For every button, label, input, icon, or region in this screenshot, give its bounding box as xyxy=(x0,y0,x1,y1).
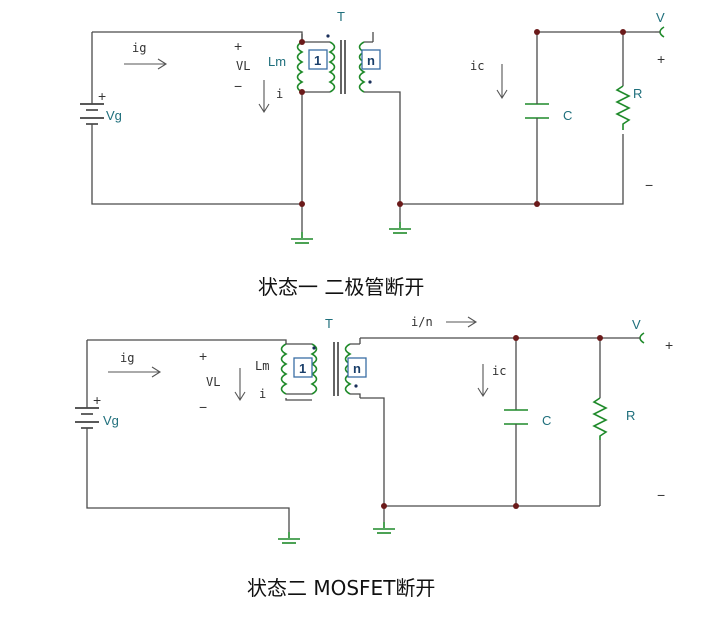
junction-node xyxy=(534,29,540,35)
caption-state2: 状态二 MOSFET断开 xyxy=(247,576,436,600)
label-i: i xyxy=(276,87,283,101)
label-ratio-primary: 1 xyxy=(299,361,306,376)
resistor-r xyxy=(592,397,608,440)
label-vl: VL xyxy=(206,375,220,389)
label-r: R xyxy=(633,86,642,101)
junction-node xyxy=(534,201,540,207)
transformer-primary-coil xyxy=(310,343,318,395)
ground-2 xyxy=(373,522,395,534)
ground-2 xyxy=(389,222,411,234)
label-vg: Vg xyxy=(106,108,122,123)
junction-node xyxy=(513,335,519,341)
label-transformer: T xyxy=(337,9,345,24)
label-v-plus: + xyxy=(665,337,673,353)
junction-node xyxy=(513,503,519,509)
ground-1 xyxy=(278,532,300,544)
wire-left-lower xyxy=(91,132,302,205)
label-ratio-secondary: n xyxy=(367,53,375,68)
inductor-lm xyxy=(280,343,288,395)
capacitor-c xyxy=(525,100,549,128)
transformer-secondary-coil xyxy=(344,343,352,395)
output-terminal xyxy=(639,332,645,344)
capacitor-c xyxy=(504,409,528,430)
junction-node xyxy=(299,39,305,45)
label-v-minus: − xyxy=(657,487,665,503)
ratio-box-secondary xyxy=(347,357,367,378)
junction-node xyxy=(381,503,387,509)
polarity-dot-secondary xyxy=(368,80,372,84)
label-v: V xyxy=(656,10,665,25)
current-arrow-ig xyxy=(108,366,162,378)
current-arrow-ig xyxy=(124,58,168,70)
label-c: C xyxy=(563,108,572,123)
label-v-minus: − xyxy=(645,177,653,193)
wire-top-left xyxy=(92,31,303,42)
label-ratio-secondary: n xyxy=(353,361,361,376)
ratio-box-primary xyxy=(293,357,313,378)
label-vl-plus: + xyxy=(234,38,242,54)
label-vl: VL xyxy=(236,59,250,73)
label-vl-plus: + xyxy=(199,348,207,364)
label-lm: Lm xyxy=(255,359,269,373)
ratio-box-secondary xyxy=(361,49,381,70)
battery-vg xyxy=(80,98,104,132)
wire-top-left xyxy=(87,339,287,344)
junction-node xyxy=(299,201,305,207)
label-ic: ic xyxy=(470,59,484,73)
battery-vg xyxy=(75,402,99,440)
wire-secondary-bottom xyxy=(373,91,537,205)
wire-primary-bottom xyxy=(285,398,312,401)
caption-state1: 状态一 二极管断开 xyxy=(258,275,425,299)
junction-node xyxy=(299,89,305,95)
label-i-over-n: i/n xyxy=(411,315,433,329)
wire-secondary-bottom xyxy=(360,397,385,522)
label-c: C xyxy=(542,413,551,428)
resistor-r xyxy=(615,85,631,130)
state1-circuit: T Lm 1 n ig + VL − i ic + Vg C R V + − xyxy=(80,9,665,244)
label-ig: ig xyxy=(132,41,146,55)
junction-node xyxy=(397,201,403,207)
ground-1 xyxy=(291,232,313,244)
label-ic: ic xyxy=(492,364,506,378)
inductor-lm xyxy=(296,41,304,93)
label-vg: Vg xyxy=(103,413,119,428)
current-arrow-ic xyxy=(496,64,508,100)
current-arrow-i xyxy=(234,368,246,402)
label-lm: Lm xyxy=(268,54,286,69)
current-arrow-i-over-n xyxy=(446,316,478,328)
ratio-box-primary xyxy=(308,49,328,70)
current-arrow-ic xyxy=(477,364,489,398)
junction-node xyxy=(597,335,603,341)
label-r: R xyxy=(626,408,635,423)
polarity-dot-primary xyxy=(312,346,316,350)
label-v-plus: + xyxy=(657,51,665,67)
wire-left xyxy=(86,340,290,532)
label-i: i xyxy=(259,387,266,401)
state2-circuit: T Lm 1 n ig + VL − i i/n ic + Vg C R V +… xyxy=(75,315,673,544)
current-arrow-i xyxy=(258,80,270,114)
label-vg-plus: + xyxy=(93,392,101,408)
output-terminal xyxy=(659,26,665,38)
junction-node xyxy=(620,29,626,35)
label-vg-plus: + xyxy=(98,88,106,104)
label-vl-minus: − xyxy=(234,78,242,94)
label-ig: ig xyxy=(120,351,134,365)
label-vl-minus: − xyxy=(199,399,207,415)
transformer-primary-coil xyxy=(328,41,336,93)
polarity-dot-primary xyxy=(326,34,330,38)
wire-res xyxy=(537,32,624,205)
label-v: V xyxy=(632,317,641,332)
label-ratio-primary: 1 xyxy=(314,53,321,68)
polarity-dot-secondary xyxy=(354,384,358,388)
label-transformer: T xyxy=(325,316,333,331)
